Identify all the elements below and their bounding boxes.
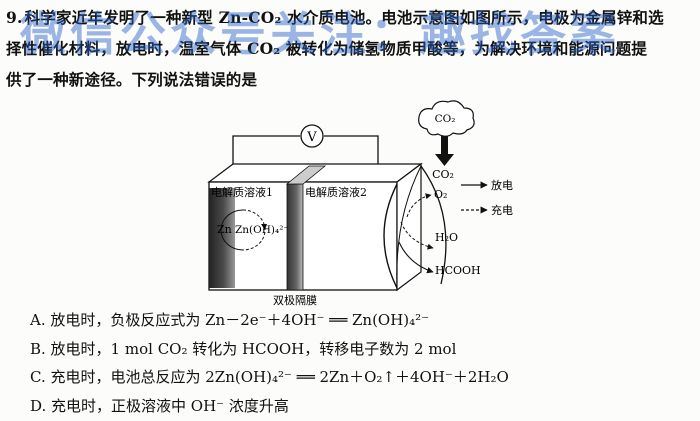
option-a: A. 放电时，负极反应式为 Zn－2e⁻＋4OH⁻ ══ Zn(OH)₄²⁻ (30, 311, 430, 329)
answer-options: A. 放电时，负极反应式为 Zn－2e⁻＋4OH⁻ ══ Zn(OH)₄²⁻ B… (30, 306, 690, 420)
legend: 放电 充电 (461, 178, 513, 217)
question-stem: 9.科学家近年发明了一种新型 Zn-CO₂ 水介质电池。电池示意图如图所示，电极… (6, 2, 694, 95)
zinc-cycle (220, 209, 267, 251)
cloud-label: CO₂ (435, 113, 456, 125)
question-line-3: 供了一种新途径。下列说法错误的是 (6, 70, 258, 89)
membrane-label: 双极隔膜 (273, 293, 317, 307)
question-text-1: 科学家近年发明了一种新型 Zn-CO₂ 水介质电池。电池示意图如图所示，电极为金… (24, 8, 664, 27)
h2o-arrow (400, 221, 434, 250)
hcooh-label: HCOOH (435, 264, 481, 277)
right-chamber-label: 电解质溶液2 (305, 185, 367, 199)
co2-label: CO₂ (432, 168, 454, 181)
co2-down-arrow-icon (435, 136, 454, 166)
question-line-1: 9.科学家近年发明了一种新型 Zn-CO₂ 水介质电池。电池示意图如图所示，电极… (6, 2, 694, 33)
option-c: C. 充电时，电池总反应为 2Zn(OH)₄²⁻ ══ 2Zn＋O₂↑＋4OH⁻… (30, 368, 509, 386)
question-number: 9. (6, 8, 23, 27)
left-chamber-label: 电解质溶液1 (211, 185, 273, 199)
legend-discharge-label: 放电 (491, 178, 513, 192)
zn-label: Zn (217, 223, 232, 236)
legend-charge-label: 充电 (491, 203, 513, 217)
option-d: D. 充电时，正极溶液中 OH⁻ 浓度升高 (30, 396, 289, 415)
option-b: B. 放电时，1 mol CO₂ 转化为 HCOOH，转移电子数为 2 mol (30, 339, 457, 358)
voltmeter-label: V (306, 130, 317, 145)
question-line-2: 择性催化材料，放电时，温室气体 CO₂ 被转化为储氢物质甲酸等，为解决环境和能源… (6, 39, 648, 58)
o2-arrow (406, 193, 432, 218)
zincate-label: Zn(OH)₄²⁻ (235, 224, 289, 236)
voltmeter-icon: V (300, 124, 324, 148)
h2o-label: H₂O (435, 231, 458, 244)
battery-diagram: V CO₂ CO₂ 电解 (207, 100, 513, 307)
hcooh-arrow (398, 241, 434, 274)
external-circuit (232, 135, 379, 172)
o2-label: O₂ (434, 188, 447, 201)
electrolytic-cell (207, 162, 447, 292)
co2-cloud-icon: CO₂ (418, 100, 475, 137)
